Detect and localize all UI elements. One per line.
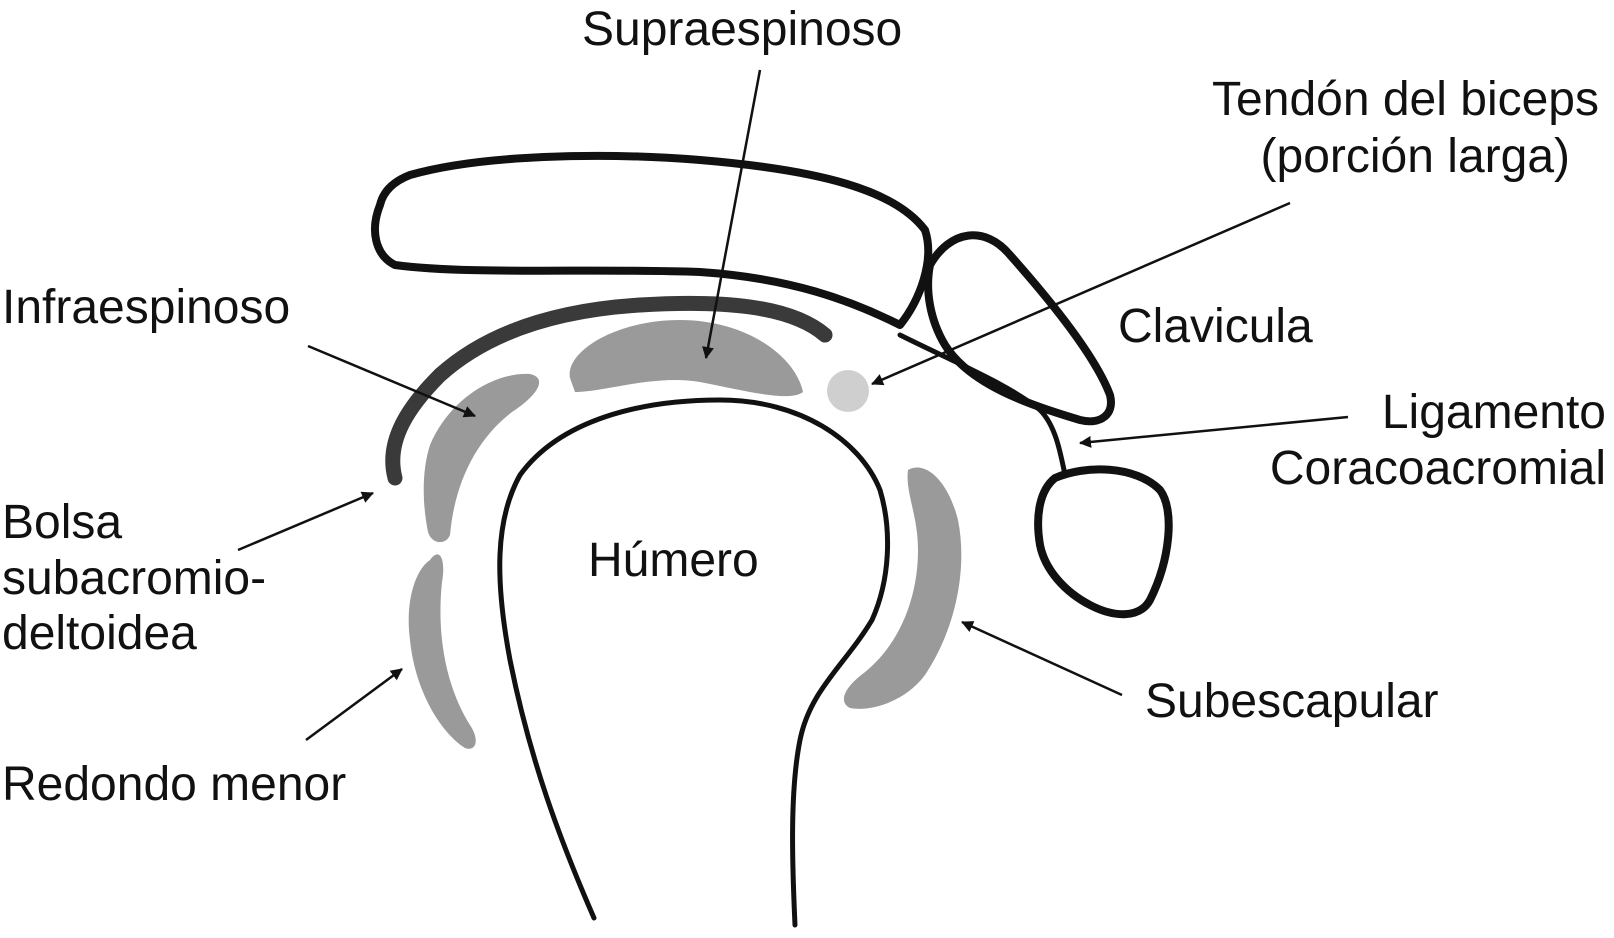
clavicle-outline — [924, 231, 1115, 426]
subescapular-tendon — [843, 467, 962, 709]
humerus-outline — [497, 397, 891, 928]
biceps-tendon-circle — [827, 370, 869, 412]
label-bolsa-line2: subacromio- — [2, 552, 266, 605]
leader-redondo-menor — [305, 667, 403, 742]
label-humero: Húmero — [588, 534, 759, 587]
label-tendon-biceps-line2: (porción larga) — [1261, 130, 1570, 183]
label-infraespinoso: Infraespinoso — [2, 281, 290, 334]
label-bolsa-line3: deltoidea — [2, 607, 197, 660]
label-subescapular: Subescapular — [1145, 675, 1439, 728]
redondo-menor-tendon — [408, 554, 476, 749]
infraespinoso-tendon — [423, 373, 540, 543]
label-tendon-biceps-line1: Tendón del biceps — [1212, 73, 1599, 126]
leader-infraespinoso — [307, 344, 476, 418]
bursa-band — [385, 295, 833, 486]
leader-ligamento — [1079, 415, 1349, 448]
leader-tendon-biceps — [871, 201, 1291, 386]
label-ligamento-line1: Ligamento — [1382, 386, 1606, 439]
label-clavicula: Clavicula — [1118, 300, 1313, 353]
label-ligamento-line2: Coracoacromial — [1270, 442, 1606, 495]
acromion-outline — [371, 151, 933, 329]
label-supraespinoso: Supraespinoso — [582, 3, 902, 56]
supraespinoso-tendon — [569, 320, 803, 397]
label-redondo-menor: Redondo menor — [2, 758, 346, 811]
coracoid-outline — [1034, 465, 1173, 619]
label-bolsa-line1: Bolsa — [2, 496, 122, 549]
leader-supraespinoso — [702, 69, 762, 359]
leader-bolsa — [237, 491, 374, 552]
leader-subescapular — [961, 620, 1123, 697]
